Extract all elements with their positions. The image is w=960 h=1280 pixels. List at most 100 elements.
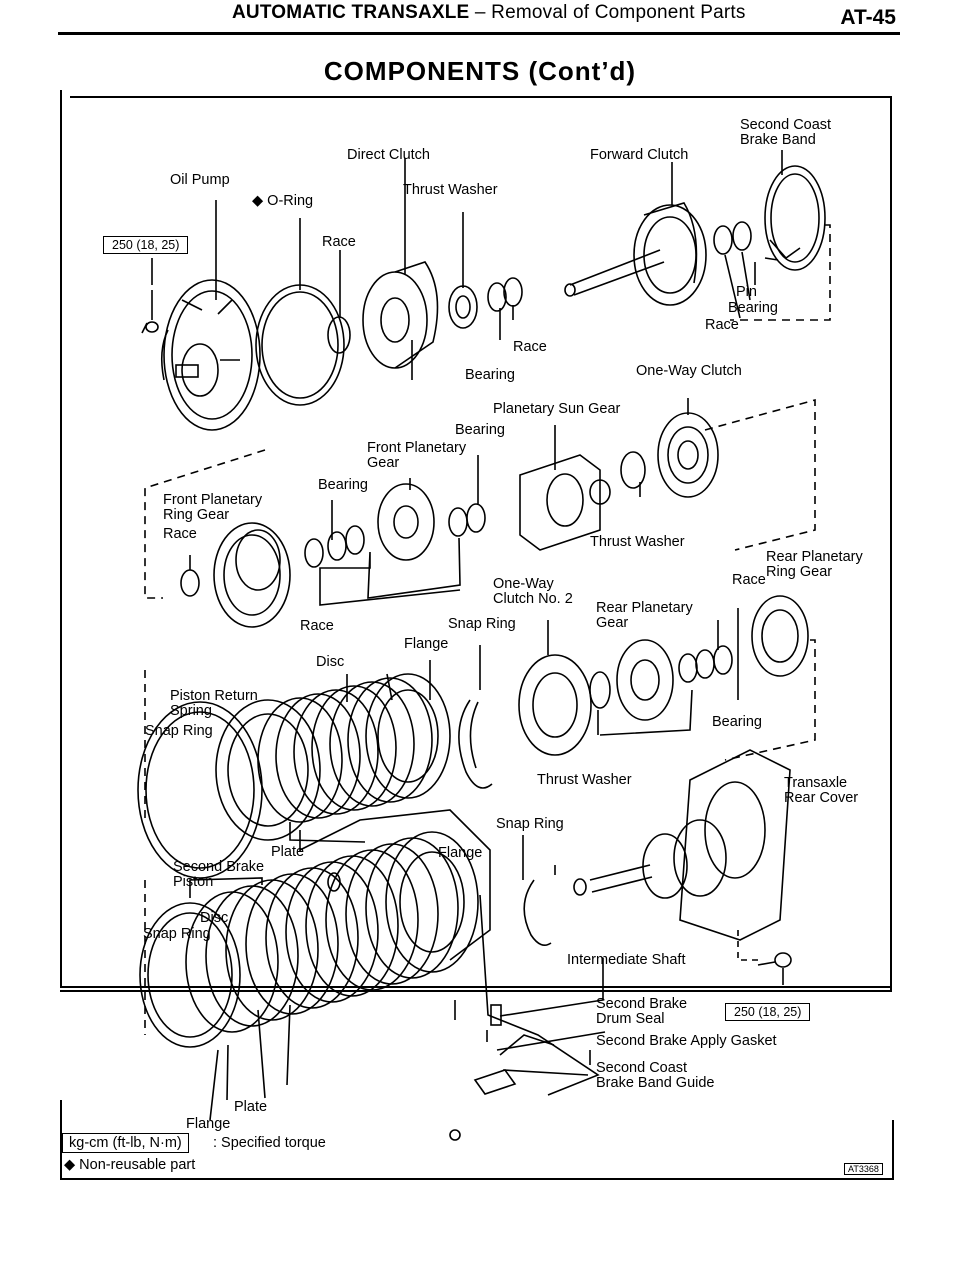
intermediate-shaft-drawing (573, 819, 727, 899)
label-snap-ring-2: Snap Ring (145, 723, 213, 739)
label-flange-1: Flange (404, 636, 449, 652)
one-way-clutch-drawing (657, 412, 719, 498)
label-race-5: Race (732, 572, 766, 588)
label-snap-ring-3: Snap Ring (496, 816, 564, 832)
label-bearing-5: Bearing (712, 714, 762, 730)
label-front-planetary-ring-gear: Front Planetary Ring Gear (163, 492, 263, 524)
race-row2-drawing (180, 569, 200, 597)
legend-torque-unit: kg-cm (ft-lb, N·m) (62, 1133, 189, 1153)
race-row3-drawing (678, 653, 698, 683)
label-o-ring: ◆ O-Ring (252, 193, 314, 209)
assembly-dash-1 (730, 224, 831, 321)
header-rule (58, 32, 900, 35)
label-snap-ring-4: Snap Ring (143, 926, 211, 942)
snap-ring-upper-drawing (458, 699, 493, 789)
label-plate-2: Plate (234, 1099, 268, 1115)
bottom-left-rule (60, 1100, 62, 1180)
label-bearing-2: Bearing (465, 367, 515, 383)
label-race-1: Race (322, 234, 356, 250)
label-race-2: Race (705, 317, 739, 333)
header-title-rest: – Removal of Component Parts (469, 2, 746, 23)
rear-planetary-ring-gear-drawing (751, 595, 809, 677)
diagram-frame-top (70, 96, 892, 98)
label-direct-clutch: Direct Clutch (347, 147, 430, 163)
label-one-way-clutch-no2: One-Way Clutch No. 2 (493, 576, 573, 608)
label-intermediate-shaft: Intermediate Shaft (567, 952, 686, 968)
legend-non-reusable: ◆ Non-reusable part (64, 1157, 196, 1173)
label-race-3: Race (513, 339, 547, 355)
front-planetary-ring-gear-drawing (213, 522, 291, 628)
assembly-dash-5 (724, 639, 816, 761)
label-disc-2: Disc (200, 910, 229, 926)
label-rear-planetary-ring-gear: Rear Planetary Ring Gear (766, 549, 863, 581)
label-forward-clutch: Forward Clutch (590, 147, 689, 163)
legend-torque-desc: : Specified torque (213, 1135, 326, 1151)
bearing-fwd-drawing (732, 221, 752, 251)
direct-clutch-drawing (362, 261, 439, 369)
small-bolt-drawing (449, 1129, 461, 1141)
label-second-brake-piston: Second Brake Piston (173, 859, 265, 891)
label-disc-1: Disc (316, 654, 345, 670)
label-piston-return-spring: Piston Return Spring (170, 688, 258, 720)
front-planetary-gear-drawing (377, 483, 435, 561)
race-drawing (327, 316, 351, 354)
bearing-drawing (487, 282, 507, 312)
bottom-rule (60, 1178, 894, 1180)
torque-rear-cover-bolt: 250 (18, 25) (725, 1003, 811, 1021)
label-thrust-washer-3: Thrust Washer (537, 772, 632, 788)
one-way-clutch-no2-drawing (518, 654, 592, 756)
forward-clutch-drawing (564, 202, 707, 306)
section-title: COMPONENTS (Cont’d) (323, 56, 637, 86)
rear-cover-bolt-drawing (757, 952, 792, 985)
pin-drawing (764, 257, 779, 261)
label-bearing-4: Bearing (318, 477, 368, 493)
label-flange-2: Flange (438, 845, 483, 861)
label-flange-3: Flange (186, 1116, 231, 1132)
bearing-row2-drawing (448, 507, 468, 537)
figure-code: AT3368 (844, 1163, 883, 1175)
label-rear-planetary-gear: Rear Planetary Gear (596, 600, 693, 632)
assembly-dash-2 (144, 449, 266, 599)
label-race-4: Race (163, 526, 197, 542)
header-title-bold: AUTOMATIC TRANSAXLE (232, 2, 470, 23)
assembly-dash-3 (704, 398, 816, 551)
drum-seal-drawing (486, 1004, 502, 1042)
o-ring-drawing (255, 284, 345, 406)
label-front-planetary-gear: Front Planetary Gear (367, 440, 467, 472)
planetary-sun-gear-drawing (519, 454, 611, 551)
label-second-brake-apply-gasket: Second Brake Apply Gasket (596, 1033, 777, 1049)
label-race-6: Race (300, 618, 334, 634)
oil-pump-drawing (160, 279, 261, 431)
case-outline-drawing (479, 894, 600, 1096)
second-coast-brake-band-drawing (764, 165, 826, 271)
diagram-frame (60, 90, 890, 988)
label-pin: Pin (736, 284, 757, 300)
disc-plate-pack-lower-drawing (139, 831, 479, 1048)
label-snap-ring-1: Snap Ring (448, 616, 516, 632)
label-transaxle-rear-cover: Transaxle Rear Cover (784, 775, 859, 807)
oil-pump-bolt-drawing (141, 290, 159, 334)
torque-oil-pump-bolt: 250 (18, 25) (103, 236, 189, 254)
disc-plate-pack-upper-drawing (257, 673, 451, 823)
label-second-coast-brake-band: Second Coast Brake Band (740, 117, 832, 149)
race-fwd-drawing (713, 225, 733, 255)
label-bearing-1: Bearing (728, 300, 778, 316)
thrust-washer-row2-drawing (620, 451, 646, 489)
race-small-drawing (503, 277, 523, 307)
label-oil-pump: Oil Pump (170, 172, 230, 188)
diagram-frame-bottom (60, 990, 892, 992)
label-second-brake-drum-seal: Second Brake Drum Seal (596, 996, 688, 1028)
label-thrust-washer-2: Thrust Washer (590, 534, 685, 550)
label-one-way-clutch: One-Way Clutch (636, 363, 742, 379)
label-plate-1: Plate (271, 844, 305, 860)
rear-planetary-gear-drawing (616, 639, 674, 721)
brake-band-guide-drawing (473, 1069, 517, 1095)
diagram-frame-right (890, 96, 892, 991)
thrust-washer-row3-drawing (589, 671, 611, 709)
transaxle-rear-cover-drawing (679, 749, 791, 941)
race-row2b-drawing (304, 538, 324, 568)
label-planetary-sun-gear: Planetary Sun Gear (493, 401, 621, 417)
label-second-coast-brake-band-guide: Second Coast Brake Band Guide (596, 1060, 715, 1092)
thrust-washer-drawing (448, 285, 478, 329)
